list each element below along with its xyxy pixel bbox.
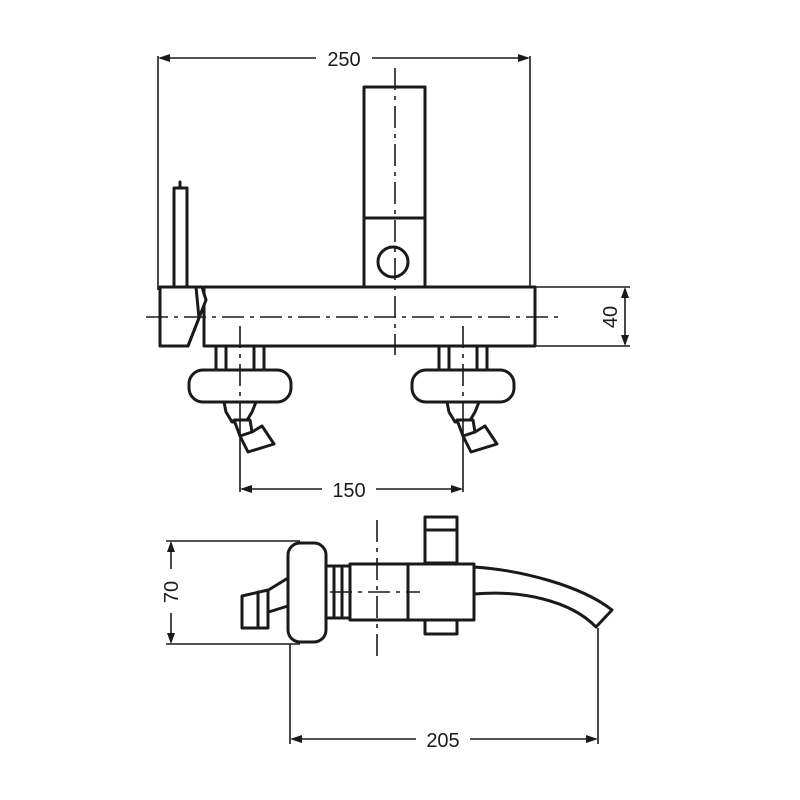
- dim-overall-width: 250: [157, 49, 531, 290]
- side-lever: [423, 515, 459, 565]
- dim-side-height-label: 70: [161, 581, 183, 603]
- dim-side-depth-label: 205: [426, 730, 459, 752]
- dim-side-height: 70: [161, 540, 300, 645]
- dim-body-height: 40: [535, 286, 630, 347]
- side-connector: [240, 576, 290, 630]
- dim-inlet-spacing-label: 150: [332, 480, 365, 502]
- side-view: 70: [161, 515, 614, 752]
- dim-inlet-spacing: 150: [239, 420, 464, 502]
- dim-overall-width-label: 250: [327, 49, 360, 71]
- wall-flange: [286, 541, 328, 644]
- front-view: 250 40: [146, 49, 630, 502]
- bath-spout: [472, 565, 614, 629]
- dim-side-depth: 205: [289, 628, 599, 752]
- shower-holder: [158, 180, 208, 348]
- dim-body-height-label: 40: [600, 306, 622, 328]
- lever-knob: [376, 245, 410, 279]
